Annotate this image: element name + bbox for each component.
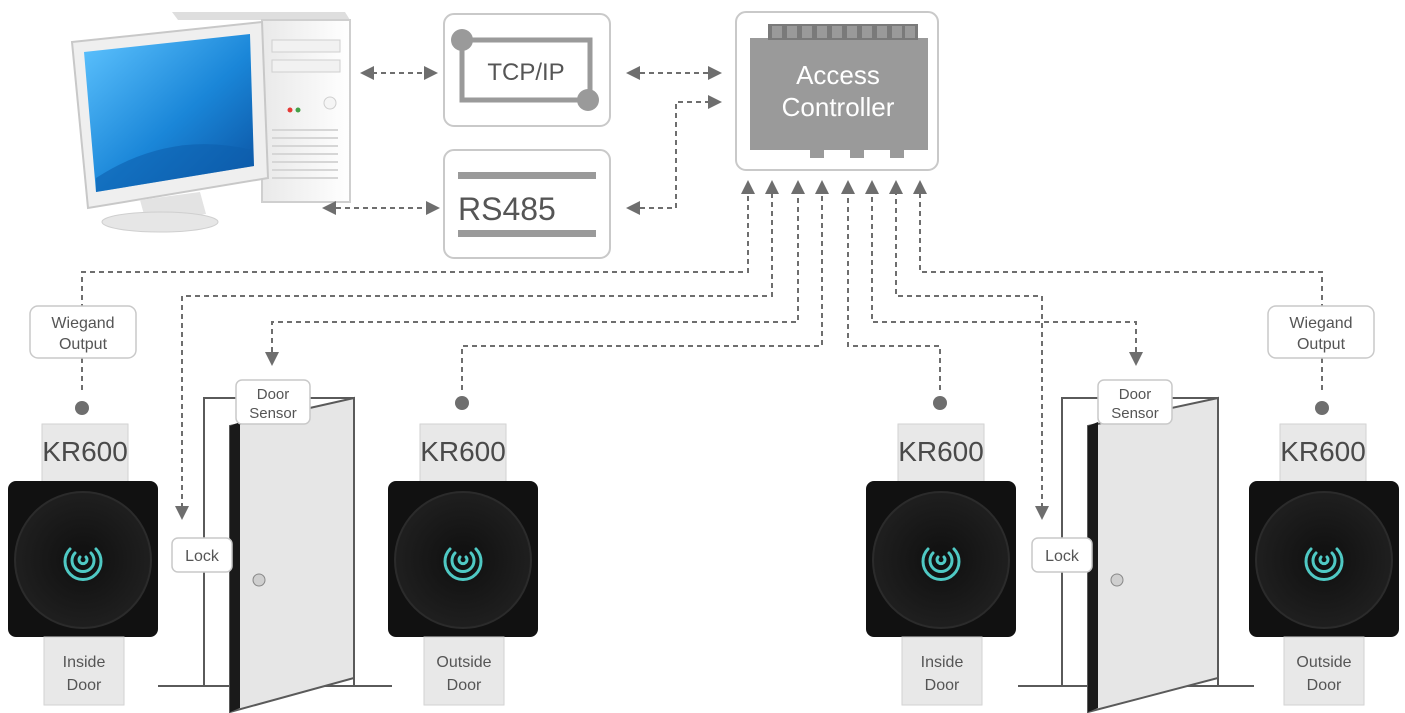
rs485-label: RS485 bbox=[458, 191, 556, 227]
right-outside-line1: Outside bbox=[1296, 654, 1351, 671]
tcpip-module: TCP/IP bbox=[443, 13, 611, 127]
left-wiegand-output-tag: Wiegand Output bbox=[29, 305, 137, 359]
rs485-controller-link bbox=[626, 95, 722, 215]
right-inside-line2: Door bbox=[925, 677, 960, 694]
left-inside-reader-model: KR600 bbox=[42, 436, 128, 467]
left-door-sensor-line2: Sensor bbox=[249, 405, 297, 422]
left-door bbox=[158, 396, 392, 713]
left-lock-label: Lock bbox=[185, 548, 220, 565]
left-wiegand-line1: Wiegand bbox=[51, 315, 114, 332]
computer bbox=[70, 12, 351, 233]
right-inside-reader-ring-icon bbox=[921, 547, 961, 581]
left-door-sensor-tag: Door Sensor bbox=[235, 379, 311, 425]
right-outside-reader-ring-icon bbox=[1304, 547, 1344, 581]
left-inside-line1: Inside bbox=[63, 654, 106, 671]
right-inside-line1: Inside bbox=[921, 654, 964, 671]
right-outside-line2: Door bbox=[1307, 677, 1342, 694]
left-door-sensor-line1: Door bbox=[257, 386, 290, 403]
right-inside-reader-model: KR600 bbox=[898, 436, 984, 467]
left-lock-tag: Lock bbox=[171, 537, 233, 573]
left-outside-line2: Door bbox=[447, 677, 482, 694]
right-wiegand-line1: Wiegand bbox=[1289, 315, 1352, 332]
left-outside-reader: KR600 Outside Door bbox=[388, 423, 538, 706]
controller-bus bbox=[75, 180, 1329, 520]
pc-tower bbox=[172, 12, 351, 203]
right-lock-tag: Lock bbox=[1031, 537, 1093, 573]
pc-monitor bbox=[70, 20, 270, 233]
controller-label-line2: Controller bbox=[782, 92, 895, 122]
right-door-sensor-line1: Door bbox=[1119, 386, 1152, 403]
left-outside-reader-ring-icon bbox=[443, 547, 483, 581]
left-outside-line1: Outside bbox=[436, 654, 491, 671]
right-outside-reader: KR600 Outside Door bbox=[1249, 423, 1399, 706]
right-inside-reader: KR600 Inside Door bbox=[866, 423, 1016, 706]
right-wiegand-line2: Output bbox=[1297, 336, 1346, 353]
controller-label-line1: Access bbox=[796, 60, 880, 90]
access-controller: Access Controller bbox=[735, 11, 939, 171]
pc-rs485-link bbox=[322, 201, 440, 215]
pc-tcpip-link bbox=[360, 66, 438, 80]
left-inside-line2: Door bbox=[67, 677, 102, 694]
left-inside-reader: KR600 Inside Door bbox=[8, 423, 158, 706]
right-lock-label: Lock bbox=[1045, 548, 1080, 565]
right-door-sensor-tag: Door Sensor bbox=[1097, 379, 1173, 425]
left-wiegand-line2: Output bbox=[59, 336, 108, 353]
tcpip-controller-link bbox=[626, 66, 722, 80]
right-door-sensor-line2: Sensor bbox=[1111, 405, 1159, 422]
right-outside-reader-model: KR600 bbox=[1280, 436, 1366, 467]
rs485-module: RS485 bbox=[443, 149, 611, 259]
left-inside-reader-ring-icon bbox=[63, 547, 103, 581]
left-outside-reader-model: KR600 bbox=[420, 436, 506, 467]
right-wiegand-output-tag: Wiegand Output bbox=[1267, 305, 1375, 359]
tcpip-label: TCP/IP bbox=[487, 59, 564, 86]
